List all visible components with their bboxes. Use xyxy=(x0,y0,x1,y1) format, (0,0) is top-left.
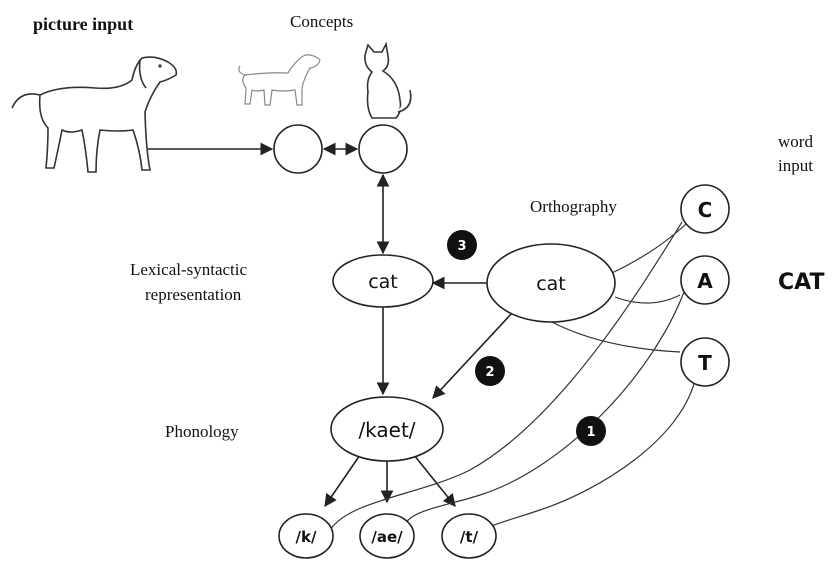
dog-picture-icon xyxy=(11,56,178,173)
concepts-label: Concepts xyxy=(290,12,353,31)
phonological-node xyxy=(330,396,444,462)
letter-c-node xyxy=(680,184,730,234)
ortho-to-t-link xyxy=(547,319,681,353)
c-to-k-link xyxy=(329,221,683,531)
phon-to-k-arrow xyxy=(324,454,361,508)
concept-cat-icon xyxy=(364,41,412,119)
phoneme-ae-node xyxy=(359,513,415,559)
route-badge-3: 3 xyxy=(447,230,477,260)
phoneme-t-node xyxy=(441,513,497,559)
a-to-ae-link xyxy=(404,291,685,526)
letter-t-node xyxy=(680,337,730,387)
picture-input-label: picture input xyxy=(33,14,133,34)
phoneme-ae-label: /ae/ xyxy=(371,528,403,546)
lexical-node xyxy=(332,254,434,308)
lexical-node-label: cat xyxy=(368,271,398,293)
route-badge-1: 1 xyxy=(576,416,606,446)
phoneme-t-label: /t/ xyxy=(460,528,479,546)
orthography-label: Orthography xyxy=(530,197,617,216)
route-badge-2: 2 xyxy=(475,356,505,386)
word-input-label-line1: word xyxy=(778,132,813,151)
letter-a-node xyxy=(680,255,730,305)
concept-dog-icon xyxy=(238,54,321,106)
phoneme-k-node xyxy=(278,513,334,559)
orthographic-node-label: cat xyxy=(536,273,566,295)
ortho-to-c-link xyxy=(611,219,691,274)
cat-word-label: CAT xyxy=(778,270,824,295)
concept-dog-node xyxy=(273,124,323,174)
phoneme-k-label: /k/ xyxy=(296,528,317,546)
route-badge-2-label: 2 xyxy=(485,365,494,380)
route-badge-1-label: 1 xyxy=(586,425,595,440)
phon-to-t-arrow xyxy=(413,454,456,507)
word-input-label-line2: input xyxy=(778,156,813,175)
lexical-label-line2: representation xyxy=(145,285,242,304)
phonology-label: Phonology xyxy=(165,422,239,441)
lexical-label-line1: Lexical-syntactic xyxy=(130,260,248,279)
letter-t-label: T xyxy=(698,351,712,375)
route-badge-3-label: 3 xyxy=(457,239,466,254)
concept-cat-node xyxy=(358,124,408,174)
letter-a-label: A xyxy=(697,269,713,293)
orthographic-node xyxy=(486,243,616,323)
t-to-t-link xyxy=(484,379,696,531)
ortho-to-phonology-arrow xyxy=(432,311,514,399)
letter-c-label: C xyxy=(698,198,713,222)
phonological-node-label: /kaet/ xyxy=(358,418,415,442)
ortho-to-a-link xyxy=(614,294,681,304)
